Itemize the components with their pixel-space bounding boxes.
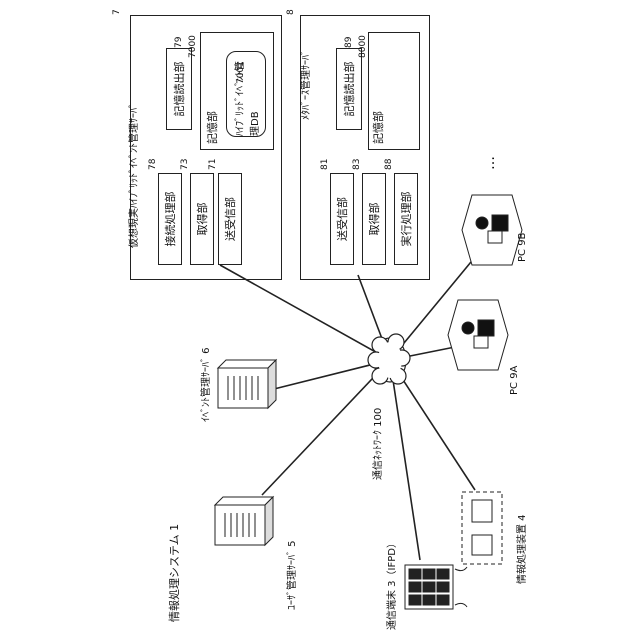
event-server-label: ｲﾍﾞﾝﾄ管理ｻｰﾊﾞ 6 [200,347,213,422]
hybrid-server-title: 仮想現実ﾊｲﾌﾞﾘｯﾄﾞｲﾍﾞﾝﾄ管理ｻｰﾊﾞ [128,103,141,248]
hybrid-storage-number: 7000 [188,35,198,58]
hybrid-db-number: 7001 [236,61,246,84]
hybrid-unit-connection-number: 78 [148,159,158,170]
metaverse-unit-transceiver-number: 81 [320,159,330,170]
hybrid-storage-label: 記憶部 [206,111,219,144]
hybrid-storage-rw-number: 79 [174,37,184,48]
pc-9b-label: PC 9B [516,233,529,262]
hybrid-unit-transceiver: 送受信部 [218,173,242,265]
metaverse-unit-transceiver: 送受信部 [330,173,354,265]
network-label: 通信ﾈｯﾄﾜｰｸ 100 [372,408,385,480]
metaverse-storage-rw: 記憶読出部 [336,48,362,130]
hybrid-unit-connection: 接続処理部 [158,173,182,265]
info-device-label: 情報処理装置 4 [516,514,529,584]
metaverse-unit-execute-number: 88 [384,159,394,170]
hybrid-db: ﾊｲﾌﾞﾘｯﾄﾞｲﾍﾞﾝﾄ管理DB [226,51,266,137]
metaverse-unit-execute: 実行処理部 [394,173,418,265]
metaverse-storage-rw-number: 89 [344,37,354,48]
metaverse-server-title: ﾒﾀﾊﾞｰｽ管理ｻｰﾊﾞ [300,50,313,120]
hybrid-unit-transceiver-number: 71 [208,159,218,170]
system-label: 情報処理システム 1 [168,524,181,622]
more-devices-ellipsis: … [484,156,497,170]
hybrid-unit-acquire-number: 73 [180,159,190,170]
metaverse-server-number: 8 [286,9,296,15]
hybrid-unit-acquire: 取得部 [190,173,214,265]
hybrid-storage-rw: 記憶読出部 [166,48,192,130]
metaverse-storage-label: 記憶部 [372,111,385,144]
hybrid-server-number: 7 [112,9,122,15]
metaverse-storage-number: 8000 [358,35,368,58]
user-server-label: ﾕｰｻﾞ管理ｻｰﾊﾞ 5 [286,540,299,610]
pc-9a-label: PC 9A [508,366,521,395]
metaverse-unit-acquire: 取得部 [362,173,386,265]
metaverse-unit-acquire-number: 83 [352,159,362,170]
terminal-label: 通信端末 3（IFPD） [386,538,399,630]
